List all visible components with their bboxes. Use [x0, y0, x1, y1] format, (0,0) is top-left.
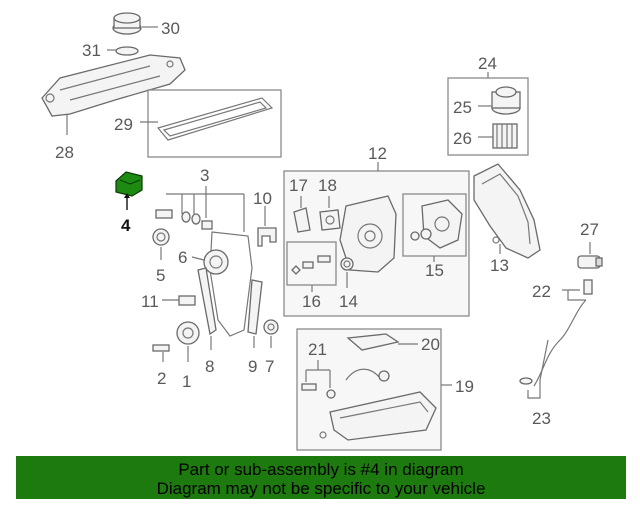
oil-pump-part-15[interactable]	[410, 199, 463, 262]
label-16: 16	[302, 292, 321, 311]
valve-cover-part-28[interactable]	[41, 54, 186, 135]
guide-part-8[interactable]	[197, 267, 217, 350]
gasket-part-17[interactable]	[293, 196, 311, 233]
side-cover-part-13[interactable]	[473, 163, 541, 259]
label-30: 30	[161, 19, 180, 38]
oil-filler-cap-part-30[interactable]	[112, 12, 158, 35]
hardware-part-16[interactable]	[291, 255, 331, 292]
bracket-part-10[interactable]	[257, 206, 277, 247]
dipstick-part-22[interactable]	[562, 279, 593, 301]
crank-sprocket-part-1[interactable]	[176, 321, 200, 362]
label-24: 24	[478, 54, 497, 73]
label-28: 28	[55, 143, 74, 162]
label-25: 25	[453, 98, 472, 117]
label-17: 17	[289, 176, 308, 195]
label-21: 21	[308, 340, 327, 359]
timing-chain-part-3[interactable]	[209, 231, 253, 337]
label-7: 7	[265, 357, 274, 376]
label-6: 6	[178, 248, 187, 267]
oil-filter-part-26[interactable]	[478, 123, 518, 149]
bolt-part-2[interactable]	[152, 344, 170, 362]
label-5: 5	[156, 266, 165, 285]
camshaft-seal-part-5[interactable]	[152, 228, 170, 260]
label-18: 18	[318, 176, 337, 195]
label-26: 26	[453, 129, 472, 148]
sprocket-part-6[interactable]	[191, 249, 229, 275]
label-4: 4	[121, 216, 131, 235]
label-10: 10	[253, 189, 272, 208]
label-2: 2	[157, 369, 166, 388]
baffle-part-20[interactable]	[346, 333, 418, 351]
oil-pan-part-19[interactable]	[319, 391, 437, 441]
label-19: 19	[455, 377, 474, 396]
guide-part-9[interactable]	[247, 279, 263, 348]
label-3: 3	[200, 166, 209, 185]
label-22: 22	[532, 282, 551, 301]
label-14: 14	[339, 292, 358, 311]
label-12: 12	[368, 144, 387, 163]
valve-cover-gasket-part-29[interactable]	[140, 97, 274, 141]
label-8: 8	[205, 357, 214, 376]
oil-filter-cap-part-25[interactable]	[478, 86, 521, 115]
parts-diagram: 30 31 28 29 24 25 26 4	[41, 12, 603, 451]
label-27: 27	[580, 220, 599, 239]
seal-part-18[interactable]	[319, 196, 341, 231]
hardware-part-21[interactable]	[301, 360, 390, 399]
info-banner: Part or sub-assembly is #4 in diagram Di…	[16, 456, 626, 499]
seal-part-14[interactable]	[340, 257, 354, 288]
sensor-part-27[interactable]	[577, 242, 603, 269]
banner-line-1: Part or sub-assembly is #4 in diagram	[178, 460, 464, 479]
label-23: 23	[532, 409, 551, 428]
bolt-part-11[interactable]	[162, 295, 196, 306]
label-13: 13	[490, 256, 509, 275]
timing-cover-part-12[interactable]	[339, 195, 397, 273]
seal-part-7[interactable]	[263, 319, 279, 348]
label-11: 11	[141, 292, 159, 311]
filler-seal-part-31[interactable]	[107, 46, 139, 56]
bolt-parts-3[interactable]	[155, 209, 213, 230]
label-15: 15	[425, 261, 444, 280]
label-20: 20	[421, 335, 440, 354]
label-9: 9	[248, 357, 257, 376]
label-1: 1	[182, 372, 191, 391]
banner-line-2: Diagram may not be specific to your vehi…	[156, 479, 486, 498]
dipstick-tube-part-23[interactable]	[519, 299, 587, 399]
highlighted-part-4[interactable]	[115, 171, 143, 210]
label-31: 31	[82, 41, 101, 60]
label-29: 29	[114, 115, 133, 134]
gasket-box	[147, 89, 282, 158]
